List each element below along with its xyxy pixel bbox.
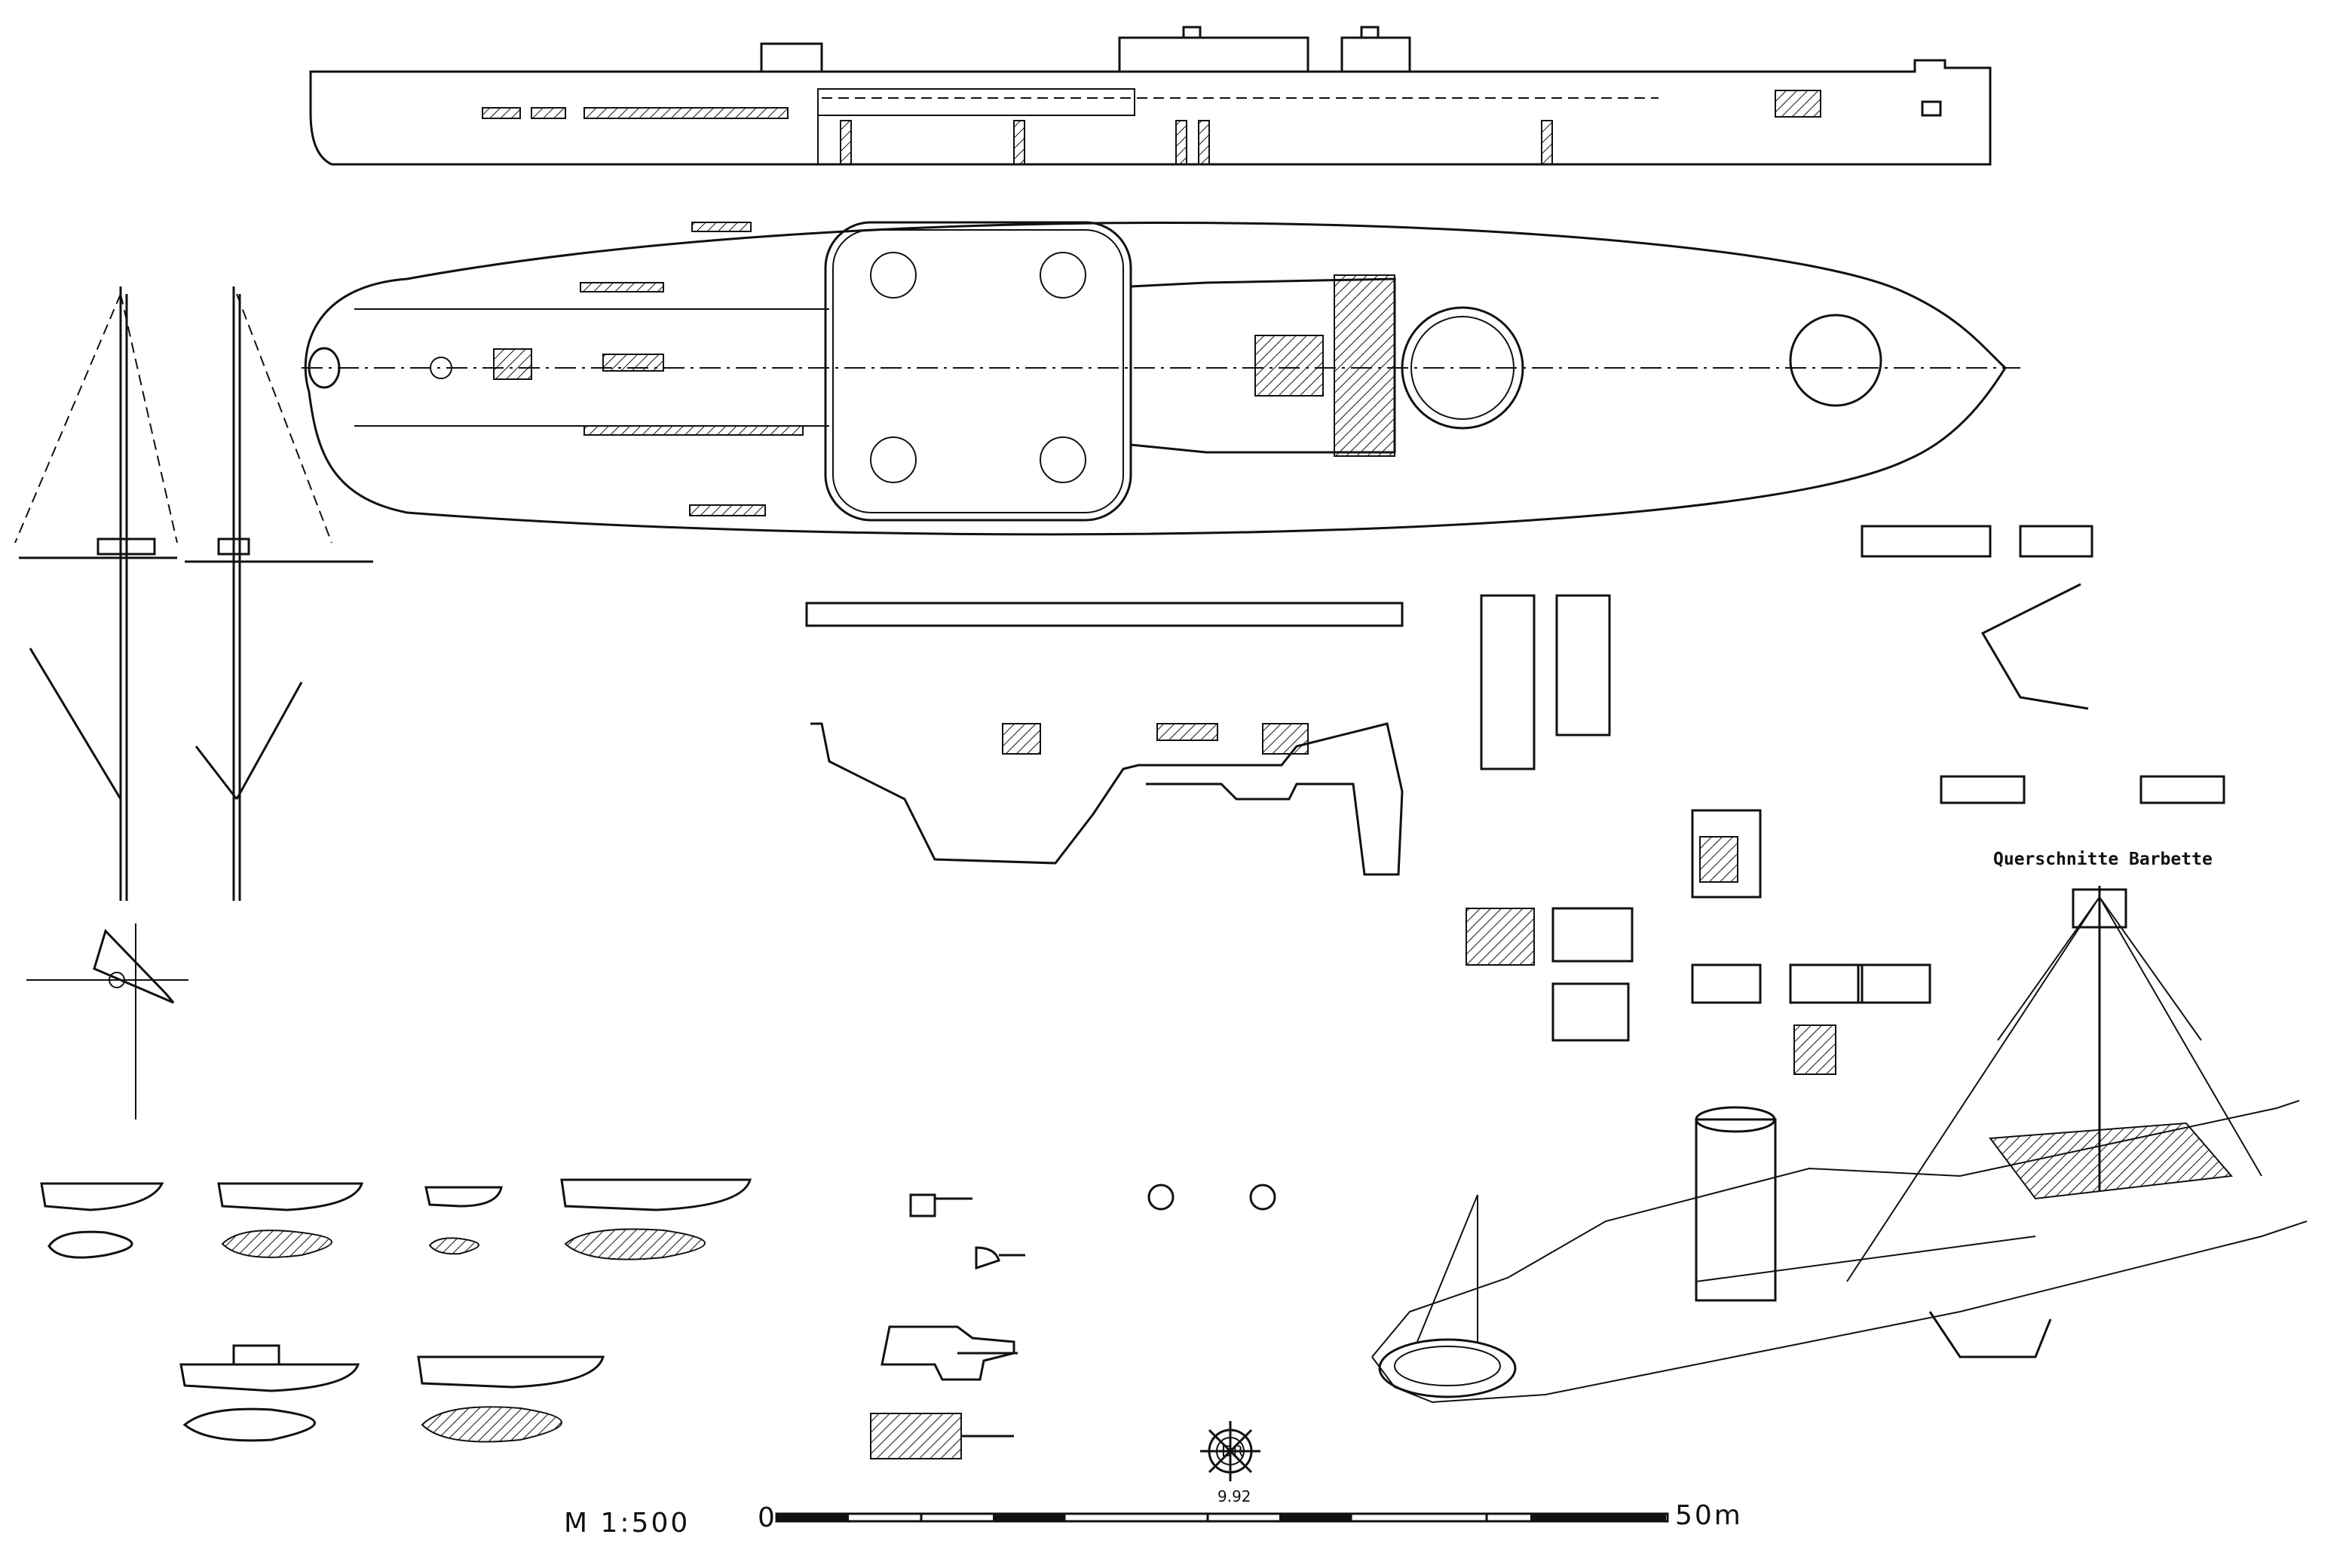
stamp-initials: DR: [1221, 1442, 1243, 1460]
ship-wheel-icon: [1200, 1421, 1260, 1481]
boats: [40, 1178, 752, 1443]
scale-ratio: M 1:500: [564, 1508, 690, 1539]
barbette-section-label: Querschnitte Barbette: [1993, 850, 2213, 869]
scale-label-group: M 1:500: [564, 1508, 690, 1539]
deck-fittings: [805, 525, 2225, 1075]
mast-side: [14, 286, 178, 901]
scale-bar-end: 50m: [1675, 1500, 1743, 1531]
mast-front: [185, 286, 373, 901]
side-elevation: [309, 26, 1992, 166]
perspective-sketch: [1371, 886, 2308, 1404]
fighting-top: [26, 923, 188, 1119]
guns: [870, 1184, 1276, 1459]
deck-plan: [302, 221, 2020, 536]
scale-bar-start: 0: [758, 1502, 777, 1533]
scale-bar: 0 50m: [758, 1500, 1743, 1533]
stamp-date: 9.92: [1217, 1487, 1251, 1505]
